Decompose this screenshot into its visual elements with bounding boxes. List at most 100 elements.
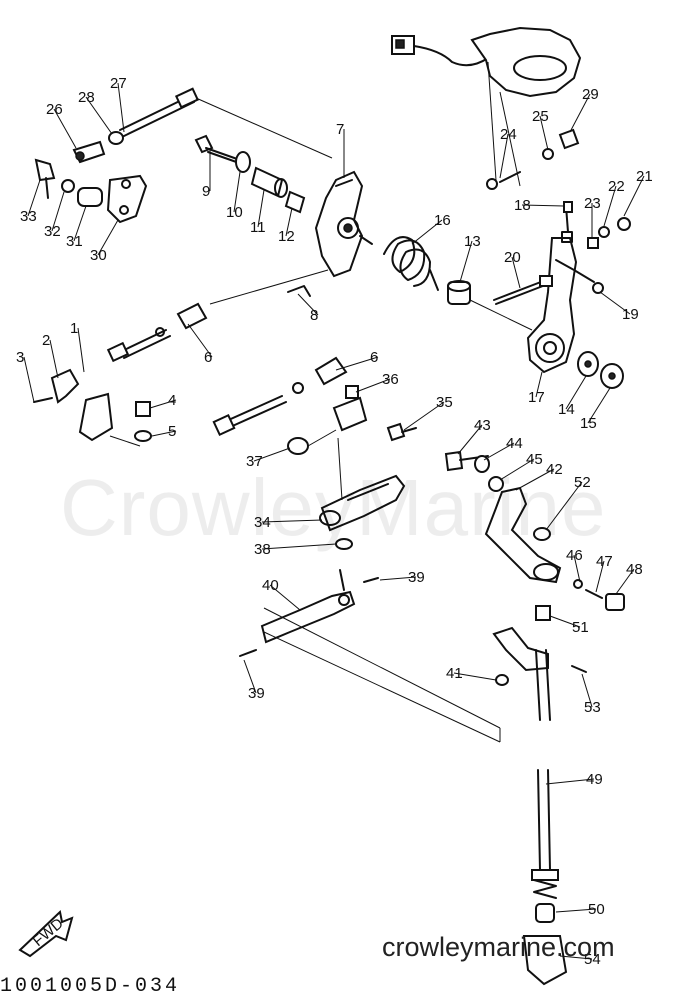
callout-10: 10 bbox=[226, 204, 243, 221]
callout-21: 21 bbox=[636, 168, 653, 185]
leader-line bbox=[285, 207, 293, 237]
rod-assembly-27 bbox=[72, 87, 333, 164]
callout-2: 2 bbox=[42, 332, 50, 349]
callout-7: 7 bbox=[336, 121, 344, 138]
leader-line bbox=[587, 387, 611, 424]
lever-17 bbox=[526, 205, 595, 374]
switch-assembly bbox=[391, 26, 582, 187]
leader-line bbox=[149, 399, 177, 409]
callout-27: 27 bbox=[110, 75, 127, 92]
callout-42: 42 bbox=[546, 461, 563, 478]
callout-51: 51 bbox=[572, 619, 589, 636]
leader-line bbox=[253, 447, 291, 462]
callout-20: 20 bbox=[504, 249, 521, 266]
callout-43: 43 bbox=[474, 417, 491, 434]
leader-line bbox=[457, 424, 483, 455]
linkage-30 bbox=[34, 158, 148, 224]
callout-40: 40 bbox=[262, 577, 279, 594]
callout-14: 14 bbox=[558, 401, 575, 418]
leader-line bbox=[257, 189, 265, 228]
callout-48: 48 bbox=[626, 561, 643, 578]
arm-34 bbox=[319, 437, 406, 532]
leader-line bbox=[623, 175, 645, 217]
leader-line bbox=[595, 560, 605, 593]
callout-35: 35 bbox=[436, 394, 453, 411]
spring-16 bbox=[359, 235, 439, 291]
leader-line bbox=[535, 371, 543, 398]
leader-line bbox=[335, 356, 379, 371]
callout-52: 52 bbox=[574, 474, 591, 491]
callout-23: 23 bbox=[584, 195, 601, 212]
leader-line bbox=[269, 584, 301, 611]
shaft-49 bbox=[531, 649, 559, 899]
callout-16: 16 bbox=[434, 212, 451, 229]
bracket-7 bbox=[209, 170, 364, 305]
linkage-42 bbox=[444, 450, 625, 621]
watermark: CrowleyMarine bbox=[60, 463, 607, 552]
leader-line bbox=[297, 293, 319, 316]
leader-line bbox=[73, 205, 87, 242]
leader-line bbox=[511, 256, 521, 289]
leader-line bbox=[539, 115, 549, 151]
callout-47: 47 bbox=[596, 553, 613, 570]
leader-line bbox=[261, 543, 337, 550]
bolt-spacer-group bbox=[194, 134, 306, 214]
clip-8 bbox=[287, 285, 311, 297]
leader-line bbox=[555, 908, 597, 913]
leader-line bbox=[51, 191, 65, 232]
callout-45: 45 bbox=[526, 451, 543, 468]
callout-49: 49 bbox=[586, 771, 603, 788]
leader-line bbox=[233, 171, 241, 213]
leader-line bbox=[243, 659, 257, 694]
callout-28: 28 bbox=[78, 89, 95, 106]
rod-end-6-lower bbox=[212, 356, 348, 437]
callout-44: 44 bbox=[506, 435, 523, 452]
callout-24: 24 bbox=[500, 126, 517, 143]
callout-3: 3 bbox=[16, 349, 24, 366]
callout-36: 36 bbox=[382, 371, 399, 388]
callout-41: 41 bbox=[446, 665, 463, 682]
callout-30: 30 bbox=[90, 247, 107, 264]
callout-37: 37 bbox=[246, 453, 263, 470]
fasteners-top-right bbox=[486, 128, 631, 305]
leader-line bbox=[499, 133, 509, 179]
leader-line bbox=[151, 430, 177, 437]
leader-line bbox=[187, 323, 213, 358]
fwd-arrow-icon: FWD bbox=[18, 910, 74, 958]
leader-line bbox=[403, 401, 445, 431]
leader-line bbox=[549, 615, 581, 628]
callout-39: 39 bbox=[248, 685, 265, 702]
leader-line bbox=[23, 356, 35, 403]
leader-line bbox=[459, 240, 473, 283]
leader-line bbox=[599, 291, 631, 315]
callout-13: 13 bbox=[464, 233, 481, 250]
callout-31: 31 bbox=[66, 233, 83, 250]
bottom-parts bbox=[522, 903, 568, 986]
callout-33: 33 bbox=[20, 208, 37, 225]
callout-39: 39 bbox=[408, 569, 425, 586]
leader-line bbox=[77, 327, 85, 373]
callout-4: 4 bbox=[168, 392, 176, 409]
callout-54: 54 bbox=[584, 951, 601, 968]
washers-14-15 bbox=[577, 351, 624, 389]
leader-line bbox=[603, 185, 617, 227]
callout-38: 38 bbox=[254, 541, 271, 558]
callout-34: 34 bbox=[254, 514, 271, 531]
leader-line bbox=[515, 468, 555, 491]
callout-46: 46 bbox=[566, 547, 583, 564]
leader-line bbox=[85, 96, 113, 135]
leader-line bbox=[573, 554, 581, 583]
callout-9: 9 bbox=[202, 183, 210, 200]
callout-50: 50 bbox=[588, 901, 605, 918]
bushing-13 bbox=[447, 280, 533, 331]
leader-line bbox=[27, 179, 41, 217]
bolt-35 bbox=[386, 422, 417, 442]
leader-line bbox=[411, 219, 443, 245]
leader-line bbox=[261, 519, 323, 523]
arm-40 bbox=[239, 569, 501, 743]
callout-6: 6 bbox=[370, 349, 378, 366]
leader-line bbox=[569, 93, 591, 133]
callout-1: 1 bbox=[70, 320, 78, 337]
